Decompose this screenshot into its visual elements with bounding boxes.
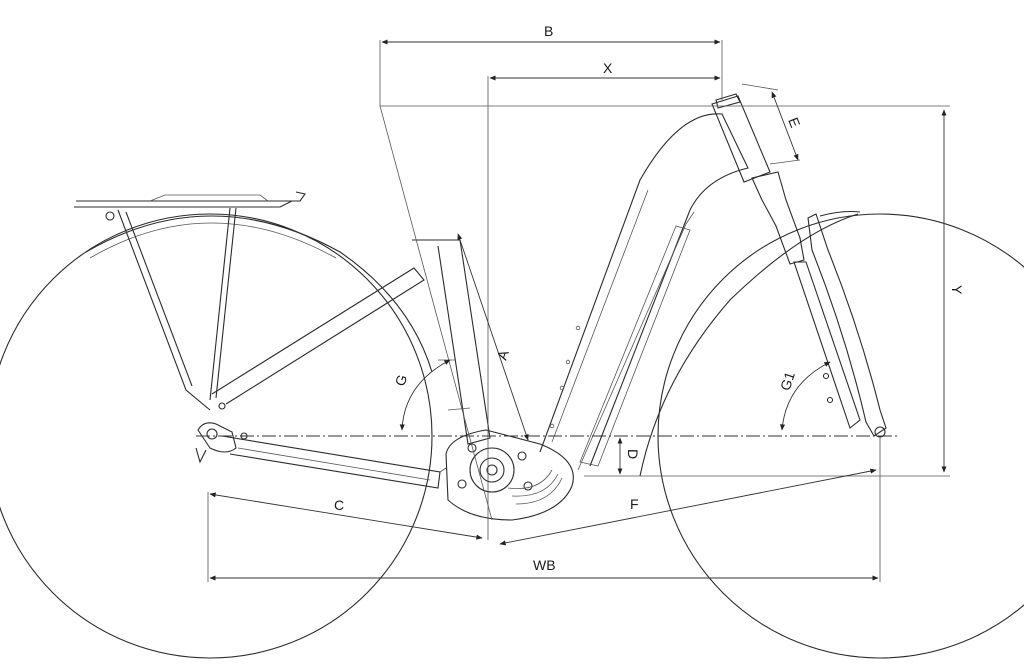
label-f: F xyxy=(630,496,639,512)
label-a: A xyxy=(494,347,512,361)
frame xyxy=(195,93,771,489)
rear-fender xyxy=(85,215,433,373)
front-fork xyxy=(751,171,887,438)
rear-rack xyxy=(74,191,306,411)
label-g: G xyxy=(392,373,411,388)
construction-lines xyxy=(207,40,950,582)
front-fender xyxy=(639,210,861,477)
label-b: B xyxy=(544,23,553,39)
label-e: E xyxy=(785,115,803,130)
label-g1: G1 xyxy=(777,369,798,392)
label-c: C xyxy=(334,497,344,513)
rear-wheel xyxy=(0,213,433,659)
label-d: D xyxy=(625,449,641,459)
label-y: Y xyxy=(949,285,965,295)
dimension-lines xyxy=(209,39,947,581)
label-wb: WB xyxy=(533,557,556,573)
label-x: X xyxy=(603,60,613,76)
motor-unit xyxy=(439,429,574,521)
